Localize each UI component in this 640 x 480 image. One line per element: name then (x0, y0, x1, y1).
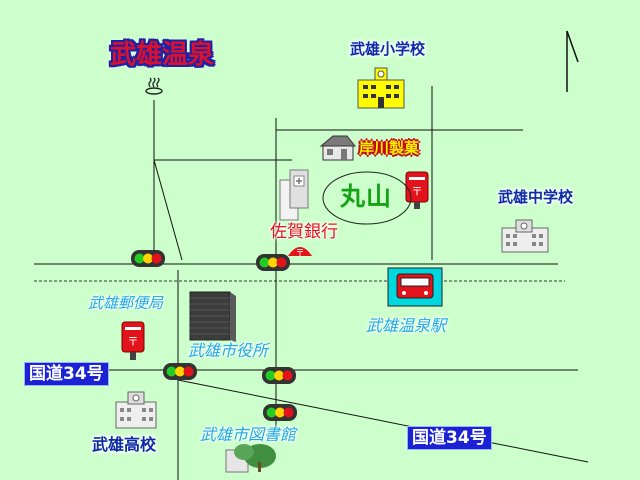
label-city-hall: 武雄市役所 (188, 341, 269, 360)
onsen-icon (145, 77, 163, 95)
tree-icon (225, 444, 276, 473)
postbox-icon: 〒 (405, 171, 429, 209)
svg-text:〒: 〒 (128, 335, 139, 348)
school-icon (357, 67, 405, 109)
maruyama-area (322, 171, 412, 225)
traffic-light-icon (163, 363, 197, 380)
traffic-light-icon (131, 250, 165, 267)
traffic-light-icon (256, 254, 290, 271)
school-icon (115, 391, 157, 429)
label-maruyama: 丸山 (340, 182, 393, 211)
label-junior-high: 武雄中学校 (498, 188, 574, 206)
traffic-light-icon (263, 404, 297, 421)
road-diagonal-northwest (153, 159, 183, 261)
train-icon (387, 267, 443, 307)
building-icon (279, 169, 309, 221)
svg-text:〒: 〒 (412, 185, 423, 198)
svg-text:〒: 〒 (295, 249, 304, 259)
label-high-school: 武雄高校 (92, 435, 157, 454)
school-icon (501, 219, 549, 253)
label-elementary-school: 武雄小学校 (350, 40, 426, 58)
label-saga-bank: 佐賀銀行 (270, 222, 338, 242)
label-station: 武雄温泉駅 (366, 316, 447, 335)
postal-mark-icon: 〒 (288, 247, 312, 259)
north-arrow-head (566, 30, 579, 63)
road-diagonal-south (177, 379, 589, 463)
postbox-icon: 〒 (121, 321, 145, 360)
office-tower-icon (189, 291, 236, 342)
label-post-office: 武雄郵便局 (88, 294, 164, 312)
map-title: 武雄温泉 (110, 40, 215, 70)
traffic-light-icon (262, 367, 296, 384)
route-label-east: 国道34号 (407, 426, 492, 450)
label-library: 武雄市図書館 (200, 425, 297, 444)
label-kishikawa: 岸川製菓 (359, 139, 420, 157)
route-label-west: 国道34号 (24, 362, 109, 386)
house-icon (319, 135, 357, 161)
